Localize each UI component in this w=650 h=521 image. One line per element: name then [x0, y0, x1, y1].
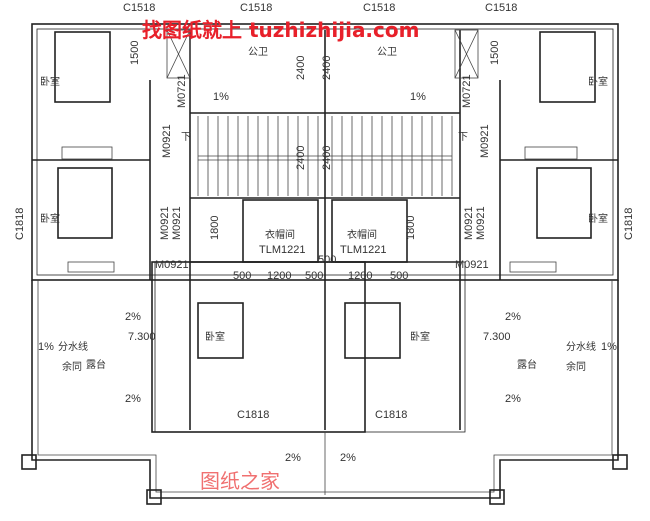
dim: 500: [318, 254, 336, 266]
beds: [54, 31, 596, 359]
watermark-text: 找图纸就上 tuzhizhijia.com: [142, 18, 419, 42]
walls: [21, 23, 628, 505]
door-label: M0721: [461, 74, 473, 108]
door-label: M0921: [479, 124, 491, 158]
room-label-bedroom: 卧室: [410, 330, 430, 343]
door-label: M0921: [161, 124, 173, 158]
door-label: M0721: [176, 74, 188, 108]
room-label-bathroom: 公卫: [248, 47, 268, 58]
elevation: 7.300: [128, 331, 156, 343]
dim: 1800: [405, 216, 417, 240]
room-label-bedroom: 卧室: [588, 212, 608, 225]
door-label: TLM1221: [340, 244, 386, 256]
elevation: 7.300: [483, 331, 511, 343]
dim: 1200: [348, 270, 372, 282]
dim: 500: [305, 270, 323, 282]
dim: 2400: [321, 56, 333, 80]
divide-line-label: 分水线: [566, 340, 596, 353]
slope: 1%: [410, 91, 426, 103]
door-label: M0921: [155, 259, 189, 271]
dim: 1500: [489, 41, 501, 65]
dim: 1200: [267, 270, 291, 282]
stair-down-label: 下: [458, 132, 468, 143]
dim: 2400: [295, 146, 307, 170]
divide-line-label: 分水线: [58, 340, 88, 353]
slope: 1%: [213, 91, 229, 103]
door-label: M0921: [171, 206, 183, 240]
room-label-closet: 衣帽间: [347, 228, 377, 241]
dim: 2400: [321, 146, 333, 170]
room-label-closet: 衣帽间: [265, 228, 295, 241]
edge-label: 余同: [62, 360, 82, 373]
stair-down-label: 下: [181, 132, 191, 143]
window-label: C1818: [14, 208, 26, 240]
room-label-bedroom: 卧室: [588, 75, 608, 88]
window-label: C1518: [240, 2, 272, 14]
dim: 500: [390, 270, 408, 282]
room-label-terrace: 露台: [517, 358, 537, 371]
door-label: M0921: [159, 206, 171, 240]
slope: 1%: [38, 341, 54, 353]
dim: 1500: [129, 41, 141, 65]
window-label: C1818: [375, 409, 407, 421]
slope: 2%: [340, 452, 356, 464]
slope: 1%: [601, 341, 617, 353]
slope: 2%: [125, 393, 141, 405]
room-label-terrace: 露台: [86, 358, 106, 371]
dim: 2400: [295, 56, 307, 80]
slope: 2%: [505, 311, 521, 323]
window-label: C1818: [237, 409, 269, 421]
door-label: M0921: [455, 259, 489, 271]
window-label: C1518: [123, 2, 155, 14]
room-label-bedroom: 卧室: [40, 212, 60, 225]
window-label: C1518: [363, 2, 395, 14]
room-label-bedroom: 卧室: [40, 75, 60, 88]
window-label: C1518: [485, 2, 517, 14]
dim: 500: [233, 270, 251, 282]
dim: 1800: [209, 216, 221, 240]
slope: 2%: [505, 393, 521, 405]
slope: 2%: [285, 452, 301, 464]
staircase: [197, 116, 453, 196]
door-label: M0921: [475, 206, 487, 240]
room-label-bedroom: 卧室: [205, 330, 225, 343]
window-label: C1818: [623, 208, 635, 240]
room-label-bathroom: 公卫: [377, 47, 397, 58]
door-label: M0921: [463, 206, 475, 240]
wardrobes: [61, 29, 578, 273]
slope: 2%: [125, 311, 141, 323]
edge-label: 余同: [566, 360, 586, 373]
door-label: TLM1221: [259, 244, 305, 256]
watermark-stamp: 图纸之家: [200, 469, 280, 493]
